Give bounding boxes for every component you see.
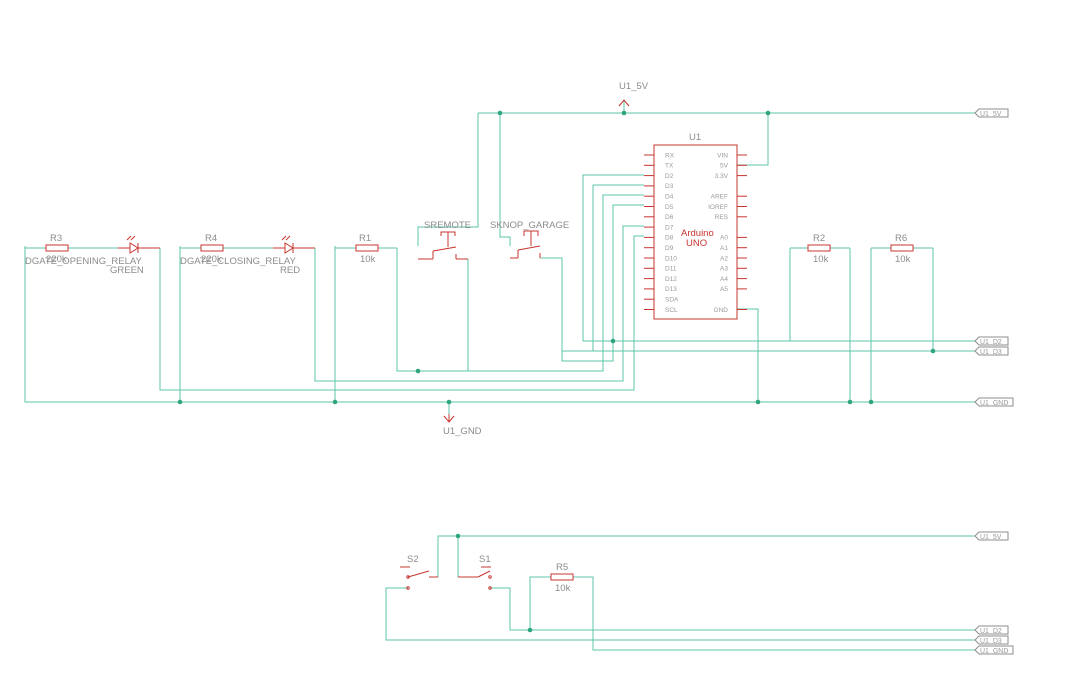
resistor-r5[interactable]: R5 10k: [550, 562, 574, 594]
r2-value: 10k: [813, 254, 829, 265]
u1-pin-label: A0: [720, 235, 728, 242]
switch-s2[interactable]: S2: [400, 554, 438, 590]
r3-value: 220k: [46, 254, 67, 265]
r5-value: 10k: [555, 583, 571, 594]
u1-pin-label: TX: [665, 163, 674, 170]
r4-ref: R4: [205, 233, 217, 244]
led-green[interactable]: DGATE_OPENING_RELAY GREEN: [25, 235, 160, 276]
u1-pin-label: A2: [720, 255, 728, 262]
wires-top: [24, 100, 975, 414]
u1-gnd-label: U1_GND: [443, 426, 482, 437]
resistor-r1[interactable]: R1 10k: [355, 233, 379, 265]
switch-s1[interactable]: S1: [458, 554, 492, 590]
resistor-r2[interactable]: R2 10k: [807, 233, 831, 265]
u1-ref-label: U1: [689, 132, 701, 143]
u1-pin-label: SDA: [665, 297, 679, 304]
u1-pin-label: D4: [665, 194, 674, 201]
u1-pin-label: D11: [665, 266, 677, 273]
u1-pin-label: AREF: [711, 194, 728, 201]
led1-color: GREEN: [110, 265, 144, 276]
u1-pin-label: D13: [665, 286, 677, 293]
r1-value: 10k: [360, 254, 376, 265]
svg-text:U1_D2: U1_D2: [980, 628, 1002, 635]
u1-pin-label: RX: [665, 152, 675, 159]
u1-5v-symbol: U1_5V: [618, 81, 649, 107]
u1-pin-label: D3: [665, 183, 674, 190]
switch-sknop-garage[interactable]: SKNOP_GARAGE: [490, 220, 569, 259]
u1-pin-label: D6: [665, 214, 674, 221]
u1-pin-label: D8: [665, 235, 674, 242]
u1-pin-label: D7: [665, 224, 674, 231]
r4-value: 220k: [201, 254, 222, 265]
s2-label: S2: [407, 554, 419, 565]
resistor-r3[interactable]: R3 220k: [45, 233, 69, 265]
led1-ref: DGATE_OPENING_RELAY: [25, 256, 143, 267]
svg-text:U1_5V: U1_5V: [980, 534, 1002, 541]
port-bottom-5v: U1_5V: [974, 531, 1009, 541]
u1-pin-label: 3.3V: [715, 173, 729, 180]
u1-5v-label: U1_5V: [619, 81, 649, 92]
svg-text:U1_D2: U1_D2: [980, 339, 1002, 346]
port-d2: U1_D2: [974, 336, 1009, 346]
arduino-uno-u1[interactable]: U1 Arduino UNO RX TX D2D3D4D5D6D7D8D9D10D1…: [644, 132, 747, 320]
s1-label: S1: [479, 554, 491, 565]
u1-gnd-symbol: U1_GND: [443, 414, 482, 437]
port-d3: U1_D3: [974, 346, 1009, 356]
port-bottom-d2: U1_D2: [974, 625, 1009, 635]
port-bottom-d3: U1_D3: [974, 635, 1009, 645]
u1-pin-label: D10: [665, 255, 677, 262]
resistor-r4[interactable]: R4 220k: [200, 233, 224, 265]
r6-ref: R6: [895, 233, 907, 244]
port-gnd: U1_GND: [974, 397, 1014, 407]
u1-name-line1: Arduino: [681, 228, 714, 239]
u1-pin-label: SCL: [665, 307, 678, 314]
sknop-label: SKNOP_GARAGE: [490, 220, 569, 231]
led-red[interactable]: DGATE_CLOSING_RELAY RED: [180, 235, 315, 276]
u1-pin-label: GND: [714, 307, 729, 314]
r6-value: 10k: [895, 254, 911, 265]
port-top-5v: U1_5V: [974, 108, 1009, 118]
u1-pin-label: D2: [665, 173, 674, 180]
switch-sremote[interactable]: SREMOTE: [418, 220, 471, 260]
u1-pin-label: RES: [715, 214, 729, 221]
u1-pin-label: 5V: [720, 163, 729, 170]
u1-pin-label: IOREF: [708, 204, 728, 211]
svg-text:U1_D3: U1_D3: [980, 638, 1002, 645]
u1-pin-label: A1: [720, 245, 728, 252]
r5-ref: R5: [556, 562, 568, 573]
junctions: [177, 110, 936, 633]
u1-pin-label: D5: [665, 204, 674, 211]
u1-pin-label: A5: [720, 286, 728, 293]
r1-ref: R1: [359, 233, 371, 244]
u1-pin-label: D9: [665, 245, 674, 252]
port-bottom-gnd: U1_GND: [974, 645, 1014, 655]
svg-text:U1_GND: U1_GND: [980, 648, 1008, 655]
svg-text:U1_GND: U1_GND: [980, 400, 1008, 407]
sremote-label: SREMOTE: [424, 220, 471, 231]
led2-color: RED: [280, 265, 300, 276]
wires-bottom: [385, 535, 975, 651]
svg-text:U1_D3: U1_D3: [980, 349, 1002, 356]
u1-name-line2: UNO: [686, 238, 707, 249]
u1-pin-label: A3: [720, 266, 728, 273]
svg-text:U1_5V: U1_5V: [980, 111, 1002, 118]
led2-ref: DGATE_CLOSING_RELAY: [180, 256, 296, 267]
u1-pin-label: A4: [720, 276, 728, 283]
u1-pin-label: VIN: [717, 152, 728, 159]
r3-ref: R3: [50, 233, 62, 244]
resistor-r6[interactable]: R6 10k: [890, 233, 914, 265]
r2-ref: R2: [813, 233, 825, 244]
u1-pin-label: D12: [665, 276, 677, 283]
